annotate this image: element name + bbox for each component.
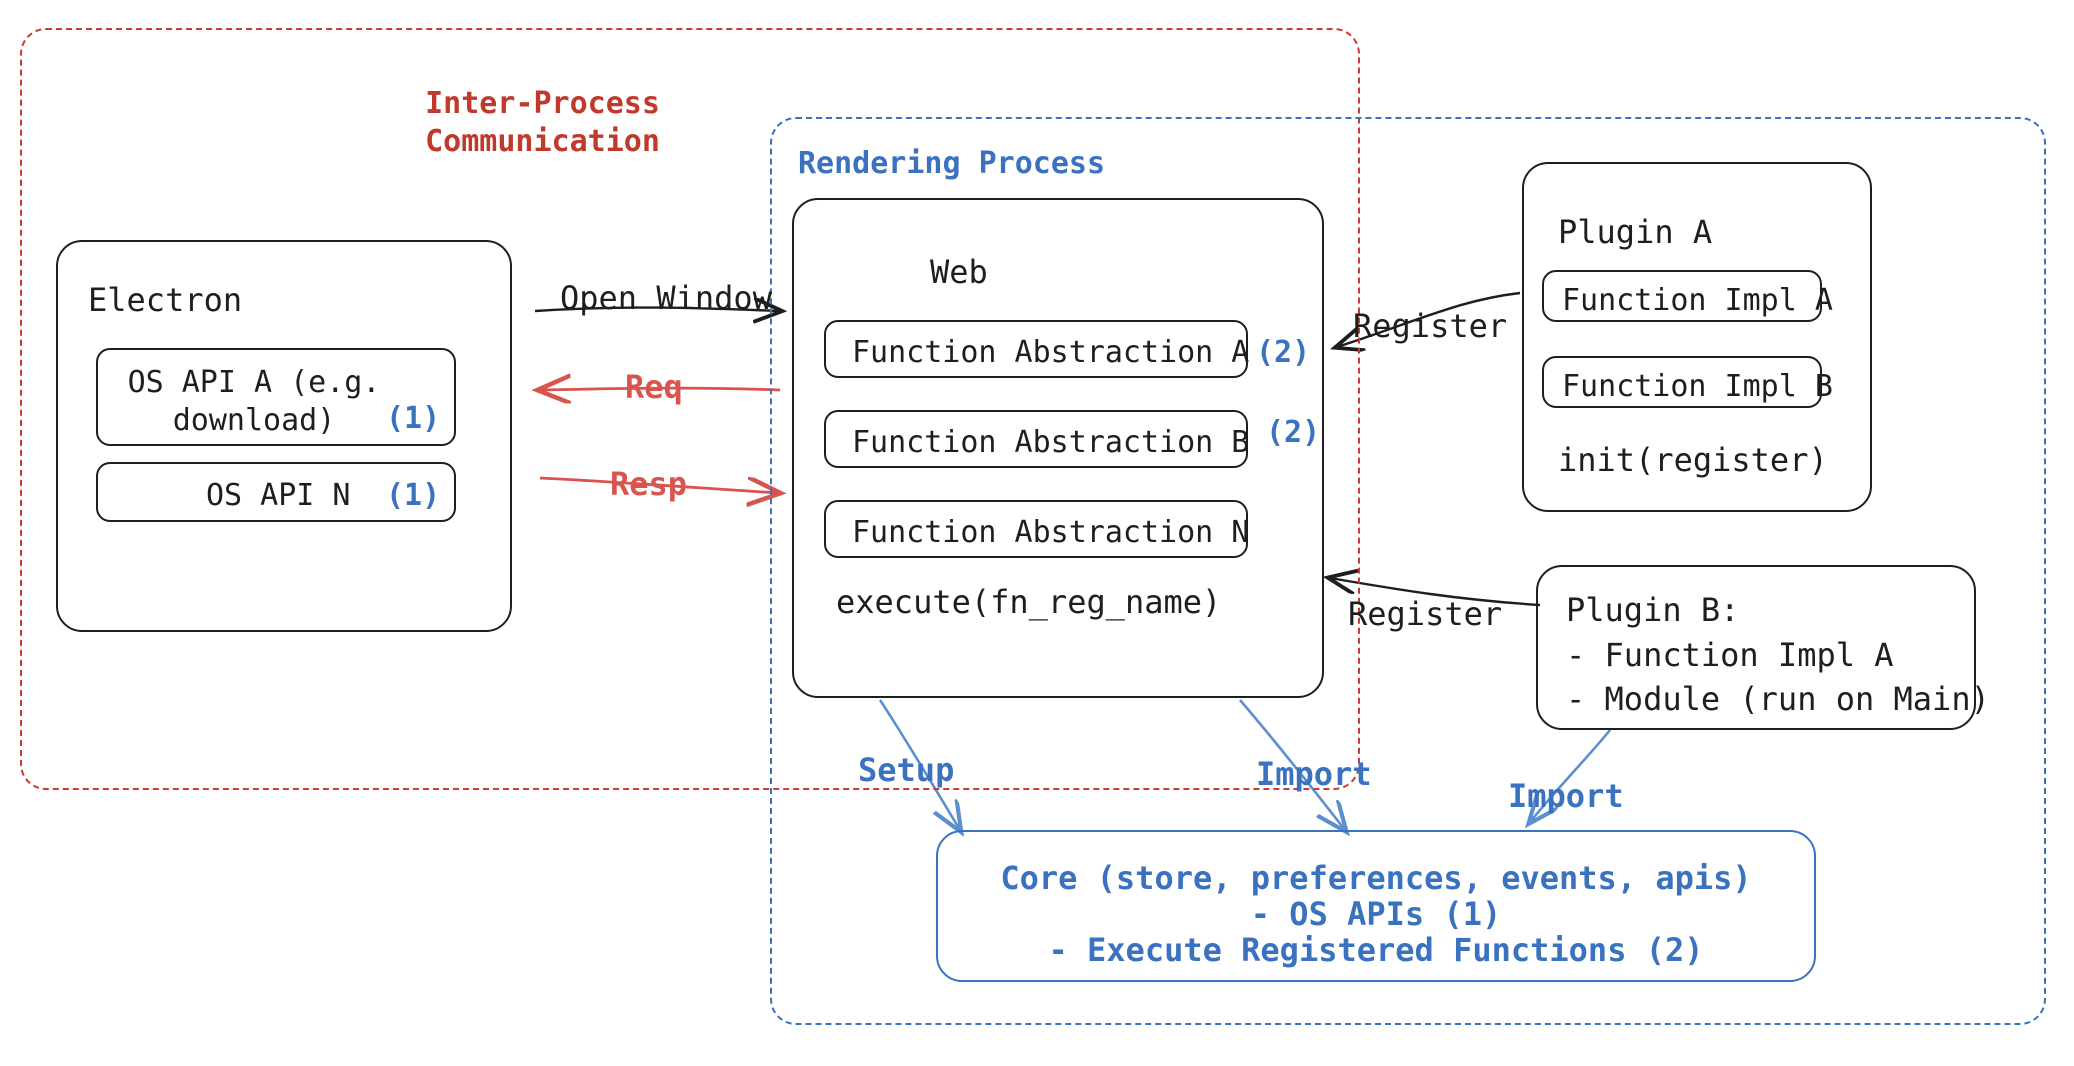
os-api-a-marker: (1) bbox=[386, 401, 441, 436]
plugin-b-line-1: - Function Impl A bbox=[1566, 636, 1894, 674]
plugin-a-function-impl-b-label: Function Impl B bbox=[1562, 369, 1833, 404]
os-api-n-box[interactable] bbox=[96, 462, 456, 522]
electron-title: Electron bbox=[88, 281, 243, 319]
function-abstraction-a-label: Function Abstraction A bbox=[852, 335, 1250, 370]
core-line-1: Core (store, preferences, events, apis) bbox=[1000, 859, 1752, 897]
web-footer: execute(fn_reg_name) bbox=[836, 583, 1222, 621]
edge-label-register-plugin-b: Register bbox=[1348, 595, 1503, 633]
os-api-n-marker: (1) bbox=[386, 478, 441, 513]
core-line-2: - OS APIs (1) bbox=[1250, 895, 1502, 933]
edge-label-import-plugin: Import bbox=[1508, 777, 1624, 815]
function-abstraction-n-label: Function Abstraction N bbox=[852, 515, 1250, 550]
function-abstraction-a-marker: (2) bbox=[1256, 335, 1311, 370]
os-api-n-label: OS API N bbox=[206, 478, 351, 513]
plugin-a-box[interactable] bbox=[1522, 162, 1872, 512]
electron-box[interactable] bbox=[56, 240, 512, 632]
plugin-a-function-impl-b-box[interactable] bbox=[1542, 356, 1822, 408]
function-abstraction-b-marker: (2) bbox=[1266, 415, 1321, 450]
edge-label-resp: Resp bbox=[610, 465, 688, 503]
edge-label-import-web: Import bbox=[1256, 755, 1372, 793]
function-abstraction-b-label: Function Abstraction B bbox=[852, 425, 1250, 460]
plugin-a-function-impl-a-box[interactable] bbox=[1542, 270, 1822, 322]
plugin-a-title: Plugin A bbox=[1558, 213, 1713, 251]
os-api-a-box[interactable] bbox=[96, 348, 456, 446]
group-ipc-label: Inter-Process Communication bbox=[425, 86, 660, 160]
plugin-a-footer: init(register) bbox=[1558, 441, 1828, 479]
plugin-b-box[interactable] bbox=[1536, 565, 1976, 730]
group-rendering-process bbox=[770, 117, 2046, 1025]
group-rendering-label: Rendering Process bbox=[798, 146, 1106, 181]
group-inter-process-communication bbox=[20, 28, 1360, 790]
plugin-b-line-2: - Module (run on Main) bbox=[1566, 680, 1990, 718]
edge-label-open-window: Open Window bbox=[560, 279, 772, 317]
function-abstraction-a-box[interactable] bbox=[824, 320, 1248, 378]
core-line-3: - Execute Registered Functions (2) bbox=[1048, 931, 1704, 969]
web-box[interactable] bbox=[792, 198, 1324, 698]
edge-label-req: Req bbox=[625, 368, 683, 406]
core-box[interactable] bbox=[936, 830, 1816, 982]
web-title: Web bbox=[930, 253, 988, 291]
function-abstraction-n-box[interactable] bbox=[824, 500, 1248, 558]
function-abstraction-b-box[interactable] bbox=[824, 410, 1248, 468]
edge-label-register-plugin-a: Register bbox=[1353, 307, 1508, 345]
edge-label-setup: Setup bbox=[858, 751, 955, 789]
os-api-a-label: OS API A (e.g. download) bbox=[127, 365, 381, 439]
plugin-a-function-impl-a-label: Function Impl A bbox=[1562, 283, 1833, 318]
plugin-b-title: Plugin B: bbox=[1566, 591, 1740, 629]
